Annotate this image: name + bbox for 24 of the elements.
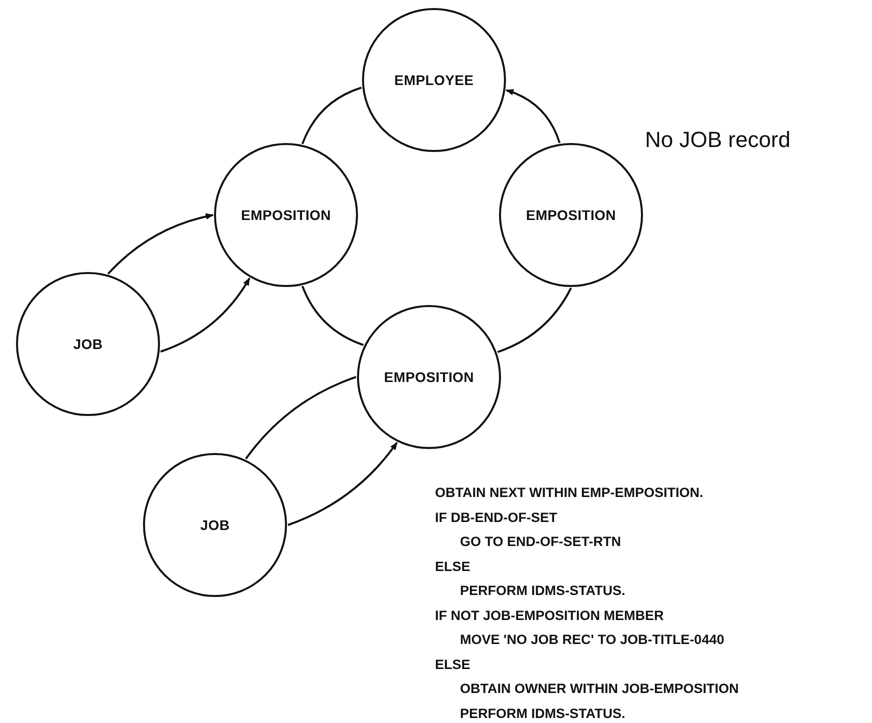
code-line: PERFORM IDMS-STATUS. (460, 582, 626, 600)
connector-line (497, 288, 572, 353)
code-line: GO TO END-OF-SET-RTN (460, 533, 621, 551)
note-text: No JOB record (645, 127, 790, 153)
code-line: OBTAIN NEXT WITHIN EMP-EMPOSITION. (435, 484, 704, 502)
code-line: ELSE (435, 558, 470, 576)
record-name: EMPOSITION (526, 207, 616, 223)
code-line: IF NOT JOB-EMPOSITION MEMBER (435, 606, 664, 624)
connector-line (245, 376, 356, 460)
code-line: PERFORM IDMS-STATUS. (460, 704, 626, 722)
record-name: EMPLOYEE (394, 72, 474, 88)
code-line: OBTAIN OWNER WITHIN JOB-EMPOSITION (460, 680, 739, 698)
code-line: ELSE (435, 656, 470, 674)
record-name: EMPOSITION (384, 369, 474, 385)
connector-line (302, 286, 364, 346)
arrow (160, 278, 250, 353)
arrow (288, 442, 398, 526)
arrow (506, 89, 561, 144)
record-name: JOB (73, 336, 103, 352)
connector-line (302, 86, 362, 144)
record-name: JOB (200, 517, 230, 533)
code-line: MOVE 'NO JOB REC' TO JOB-TITLE-0440 (460, 631, 724, 649)
code-line: IF DB-END-OF-SET (435, 508, 558, 526)
record-name: EMPOSITION (241, 207, 331, 223)
